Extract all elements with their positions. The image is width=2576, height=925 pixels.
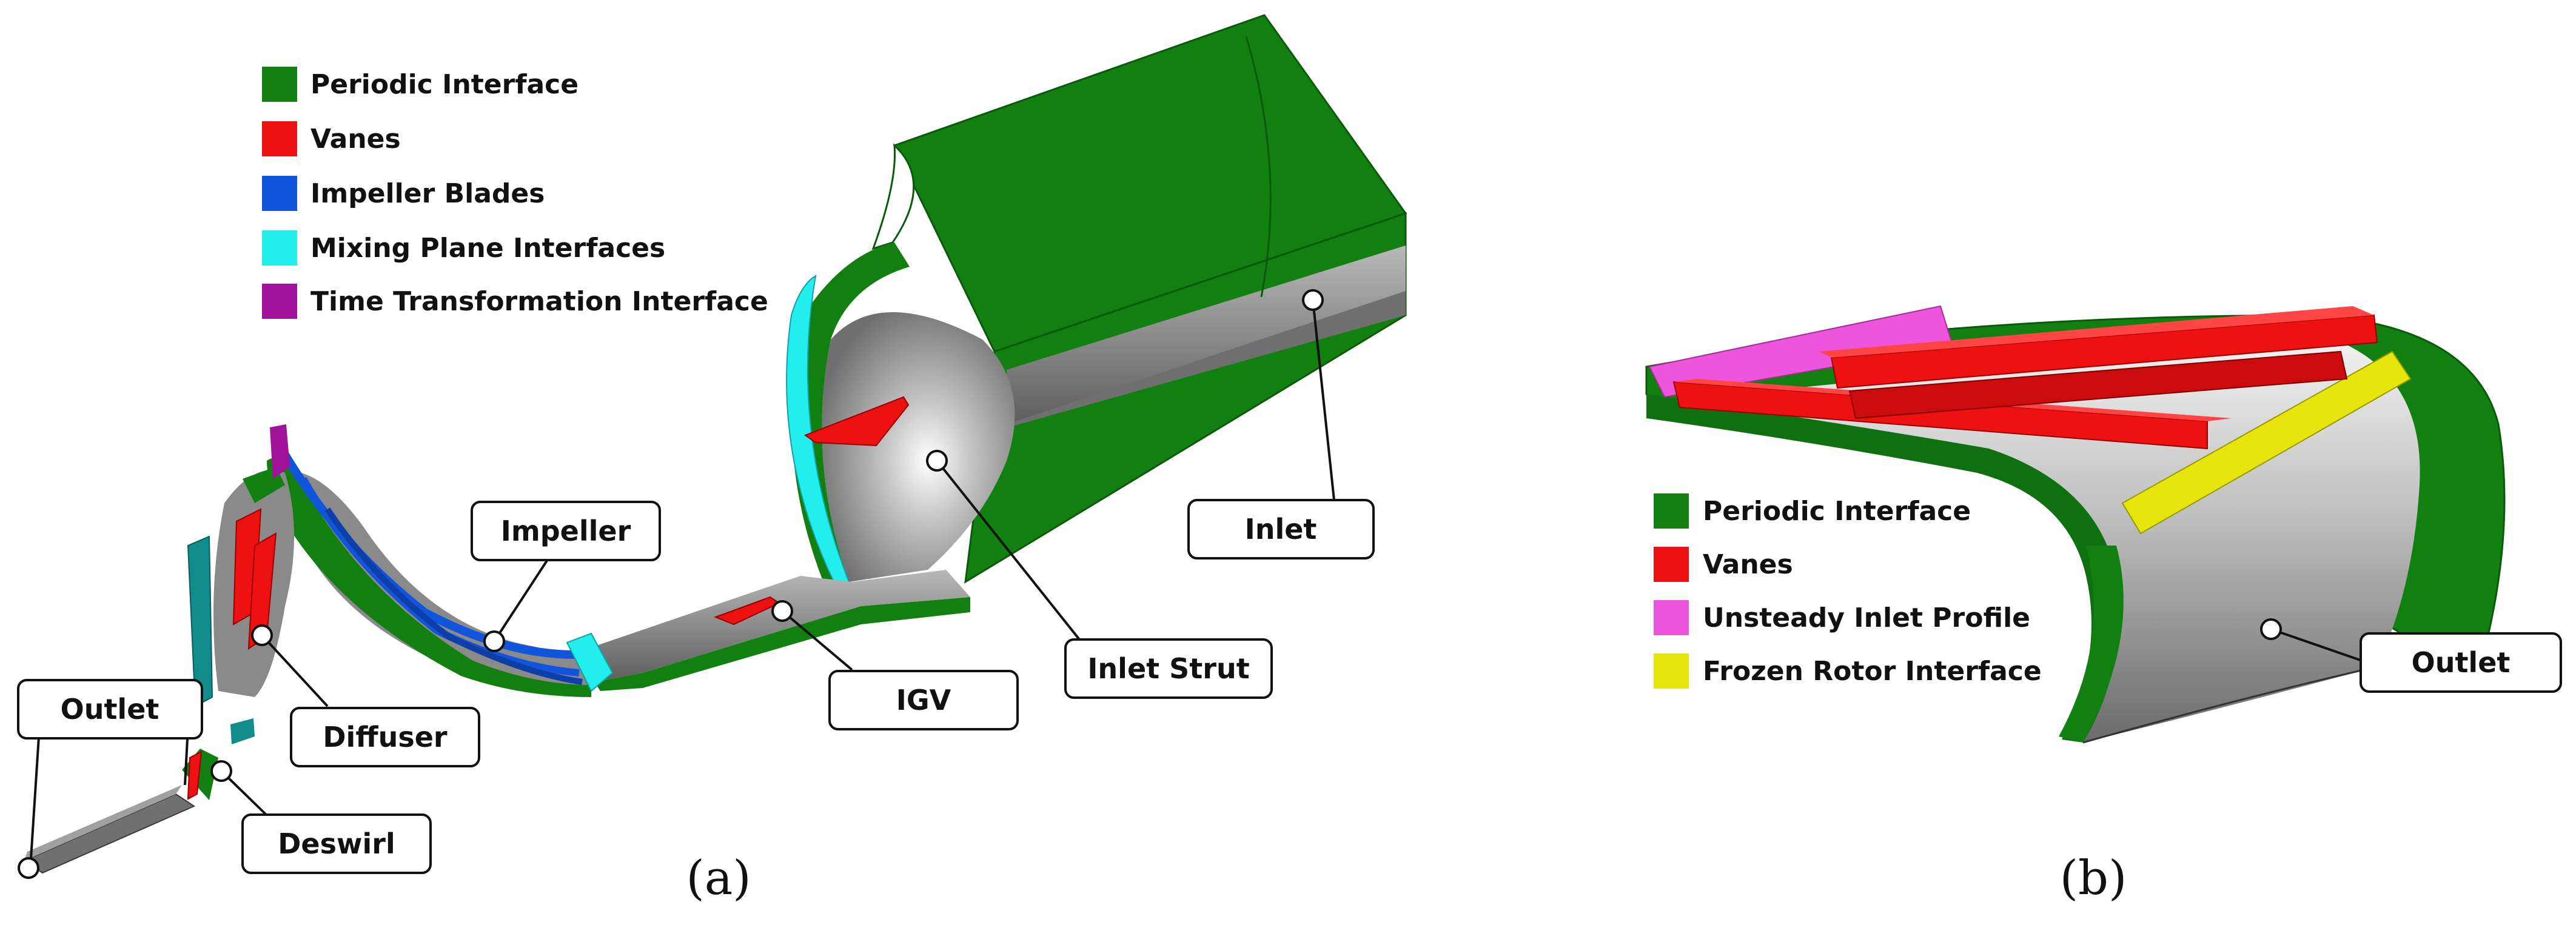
legend-a-label-0: Periodic Interface (310, 69, 579, 100)
marker-outlet (18, 857, 39, 879)
callout-inlet-label: Inlet (1245, 513, 1317, 546)
igv-duct (570, 570, 970, 691)
callout-inlet: Inlet (1187, 499, 1375, 559)
legend-b-label-0: Periodic Interface (1703, 496, 1971, 527)
legend-b-label-2: Unsteady Inlet Profile (1703, 603, 2030, 633)
callout-leaders-a (29, 299, 1335, 869)
legend-b-label-1: Vanes (1703, 549, 1793, 580)
leader-inlet (1312, 299, 1335, 501)
marker-impeller (483, 630, 505, 652)
impeller-blade-3 (324, 507, 583, 685)
leader-inlet-strut (936, 459, 1081, 641)
callout-outlet-b-label: Outlet (2412, 646, 2511, 679)
callout-diffuser: Diffuser (290, 707, 480, 767)
marker-inlet-strut (926, 450, 948, 472)
impeller-hub (276, 470, 591, 685)
callout-diffuser-label: Diffuser (323, 721, 448, 753)
inlet-upper-cutout (871, 143, 915, 250)
callout-outlet: Outlet (17, 679, 203, 740)
leader-outlet-b (2270, 628, 2363, 662)
marker-deswirl (210, 760, 232, 782)
stage-vane-2-top (1819, 306, 2374, 358)
legend-b-swatch-3 (1654, 653, 1689, 689)
inlet-strut-shape (803, 396, 910, 447)
panel-a-label: (a) (686, 851, 751, 906)
legend-a-swatch-0 (262, 67, 297, 102)
callout-inlet-strut: Inlet Strut (1064, 638, 1273, 699)
inlet-section (786, 14, 1407, 601)
marker-outlet-b (2260, 618, 2282, 640)
igv-duct-green-lower (594, 597, 970, 691)
leader-impeller (493, 547, 556, 643)
inlet-mixing-plane (786, 275, 856, 601)
deswirl-section (22, 718, 255, 874)
diffuser-mixing-plane (187, 535, 213, 707)
panel-b: Periodic Interface Vanes Unsteady Inlet … (1645, 305, 2562, 906)
callout-impeller-label: Impeller (501, 515, 631, 547)
leader-diffuser (261, 634, 329, 707)
impeller-mixing-plane (566, 632, 614, 692)
legend-a-label-1: Vanes (310, 124, 401, 155)
igv-duct-body (570, 570, 970, 682)
legend-a-swatch-3 (262, 230, 297, 265)
diffuser-section (187, 424, 294, 707)
legend-a: Periodic Interface Vanes Impeller Blades… (262, 67, 768, 319)
callout-markers-a (18, 289, 1324, 879)
callout-deswirl-label: Deswirl (278, 827, 395, 860)
legend-b-swatch-0 (1654, 493, 1689, 529)
deswirl-mixing-plane (230, 718, 255, 744)
stage-vane-3 (1848, 350, 2348, 419)
legend-b-swatch-1 (1654, 547, 1689, 582)
callout-inlet-strut-label: Inlet Strut (1087, 652, 1249, 685)
legend-b-label-3: Frozen Rotor Interface (1703, 656, 2042, 687)
stage-hub-wall-lower (2059, 546, 2124, 743)
panel-a: Periodic Interface Vanes Impeller Blades… (17, 14, 1407, 906)
leader-igv (781, 610, 853, 671)
callout-outlet-b: Outlet (2360, 632, 2562, 693)
outlet-duct-top (24, 785, 182, 861)
marker-diffuser (251, 624, 273, 646)
callout-deswirl: Deswirl (241, 813, 432, 874)
inlet-seam (1245, 36, 1272, 298)
inlet-bellmouth (822, 312, 1015, 582)
stage-outlet-edge (2082, 666, 2378, 744)
legend-a-label-2: Impeller Blades (310, 178, 545, 209)
callout-igv: IGV (828, 670, 1019, 730)
callout-impeller: Impeller (471, 501, 661, 561)
legend-a-label-4: Time Transformation Interface (310, 286, 768, 317)
callout-outlet-label: Outlet (61, 693, 159, 726)
marker-igv (771, 600, 793, 622)
legend-b-swatch-2 (1654, 600, 1689, 635)
inlet-channel-face (1007, 245, 1406, 424)
outlet-duct (22, 793, 196, 874)
legend-a-swatch-4 (262, 284, 297, 319)
impeller-section (267, 452, 614, 697)
legend-b: Periodic Interface Vanes Unsteady Inlet … (1654, 493, 2042, 689)
leader-outlet-1 (29, 727, 41, 869)
deswirl-vane (187, 750, 203, 800)
legend-a-swatch-2 (262, 176, 297, 211)
legend-a-swatch-1 (262, 121, 297, 156)
panel-b-label: (b) (2060, 851, 2127, 906)
callout-igv-label: IGV (896, 684, 951, 716)
diffuser-tt-interface (270, 424, 290, 479)
legend-a-label-3: Mixing Plane Interfaces (310, 233, 665, 264)
marker-inlet (1302, 289, 1324, 311)
frozen-rotor-band (2121, 350, 2412, 535)
